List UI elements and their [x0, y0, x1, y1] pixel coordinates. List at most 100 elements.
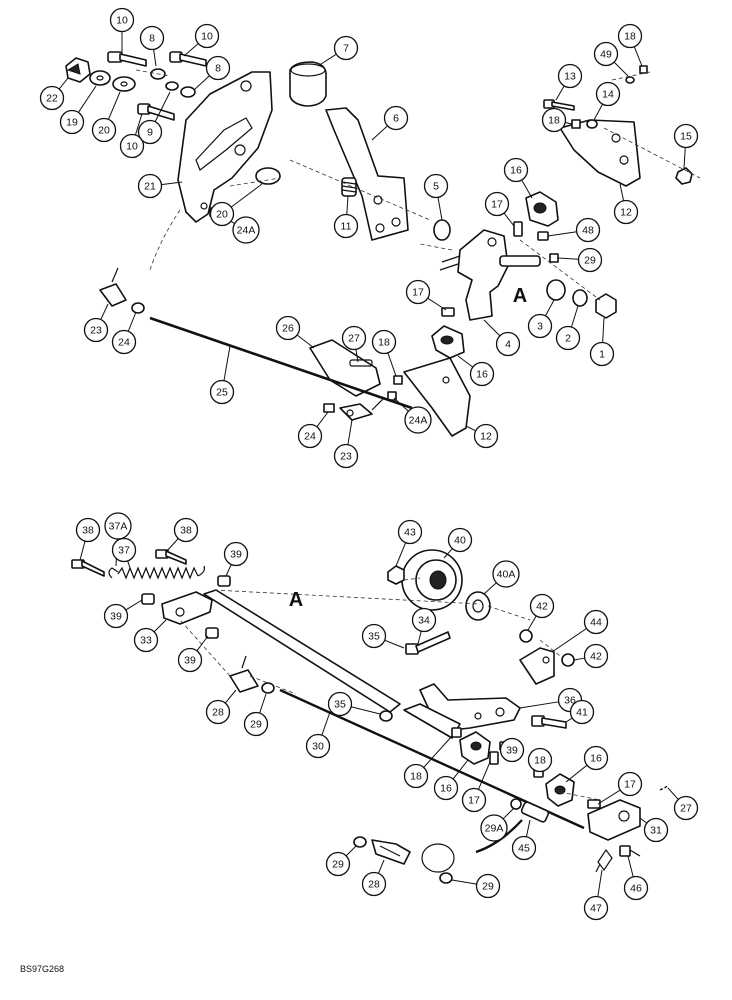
callout-c-u24b: 24 — [297, 423, 323, 449]
callout-label: 44 — [590, 617, 602, 629]
callout-circle — [447, 527, 473, 553]
callout-c-u1: 1 — [589, 341, 615, 367]
callout-label: 8 — [215, 63, 221, 75]
callout-label: 12 — [620, 207, 632, 219]
callout-label: 11 — [341, 221, 352, 233]
callout-c-l35b: 35 — [327, 691, 353, 717]
callout-circle — [484, 191, 510, 217]
callout-circle — [327, 691, 353, 717]
callout-c-l34: 34 — [411, 607, 437, 633]
callout-circle — [527, 747, 553, 773]
callout-label: 12 — [480, 431, 492, 443]
part-nut-39-c — [205, 627, 219, 639]
upper-assembly — [65, 51, 701, 437]
callout-circle — [333, 213, 359, 239]
callout-circle — [617, 771, 643, 797]
part-turnbuckle-45 — [520, 801, 550, 823]
callout-c-u18c: 18 — [371, 329, 397, 355]
leader-line-c-u48 — [547, 231, 577, 237]
callout-label: 28 — [368, 879, 380, 891]
leader-line-c-u18c — [387, 352, 397, 377]
part-bushing-40A — [465, 591, 491, 621]
alignment-lines-lower — [179, 577, 601, 801]
callout-circle — [403, 763, 429, 789]
callout-label: 8 — [149, 33, 155, 45]
callout-c-u16b: 16 — [469, 361, 495, 387]
part-washer-42a — [519, 629, 533, 643]
part-spacer-9 — [165, 81, 179, 91]
part-nut-29-l3 — [439, 872, 453, 884]
part-bracket-26 — [309, 339, 381, 397]
callout-c-u22: 22 — [39, 85, 65, 111]
callout-c-u16a: 16 — [503, 157, 529, 183]
callout-c-l42a: 42 — [529, 593, 555, 619]
callout-c-l39d: 39 — [499, 737, 525, 763]
part-washer-8b — [180, 86, 196, 98]
part-bolt-17-l1 — [489, 751, 499, 765]
callout-c-u23a: 23 — [83, 317, 109, 343]
callout-circle — [613, 199, 639, 225]
callout-circle — [511, 835, 537, 861]
callout-c-u13: 13 — [557, 63, 583, 89]
callout-circle — [555, 325, 581, 351]
callout-label: 24 — [304, 431, 316, 443]
callout-label: 21 — [144, 181, 156, 193]
part-bushing-16-upper — [525, 191, 559, 227]
callout-label: 3 — [537, 321, 543, 333]
callout-c-u26: 26 — [275, 315, 301, 341]
callout-label: 40A — [497, 569, 516, 581]
leader-line-c-l17a — [478, 761, 491, 790]
callout-label: 46 — [630, 883, 642, 895]
part-bolt-10-lower — [137, 103, 175, 121]
leader-line-c-u5 — [437, 197, 443, 221]
part-shaft-tube — [403, 703, 461, 739]
part-bracket-12-upper — [559, 119, 641, 187]
callout-c-l35a: 35 — [361, 623, 387, 649]
leader-line-c-u16a — [521, 179, 533, 199]
part-nut-29-l1 — [261, 682, 275, 694]
callout-label: 45 — [518, 843, 530, 855]
part-bolt-17-lower — [441, 307, 455, 317]
callout-label: 20 — [98, 125, 110, 137]
leader-line-c-l18a — [423, 735, 453, 768]
leader-line-c-u10b — [183, 43, 199, 57]
part-bolt-10-top — [107, 51, 147, 67]
leader-line-c-u24a — [127, 311, 137, 332]
leader-line-c-u23b — [347, 419, 353, 445]
callout-c-u7: 7 — [333, 35, 359, 61]
callout-circle — [137, 119, 163, 145]
callout-c-l38b: 38 — [173, 517, 199, 543]
callout-label: 18 — [410, 771, 422, 783]
callout-c-l42b: 42 — [583, 643, 609, 669]
callout-label: 10 — [201, 31, 213, 43]
leader-line-c-l37 — [127, 560, 131, 569]
view-marker-a-lower: A — [289, 589, 303, 611]
part-rod-end-28-upper — [229, 655, 259, 693]
leader-line-c-u3 — [545, 299, 555, 317]
callout-c-u8b: 8 — [205, 55, 231, 81]
callout-label: 18 — [548, 115, 560, 127]
leader-line-c-l38a — [79, 540, 86, 561]
leader-line-c-u24b — [316, 411, 329, 428]
callout-c-u18b: 18 — [541, 107, 567, 133]
callout-label: 10 — [126, 141, 138, 153]
part-rod-end-23-upper — [99, 267, 127, 307]
leader-line-c-l28a — [224, 689, 237, 704]
callout-circle — [405, 279, 431, 305]
callout-circle — [39, 85, 65, 111]
part-bolt-17-l2 — [587, 799, 601, 809]
leader-line-c-l16a — [452, 759, 469, 780]
callout-circle — [194, 23, 220, 49]
callout-c-u20a: 20 — [91, 117, 117, 143]
callout-circle — [499, 737, 525, 763]
callout-circle — [209, 201, 235, 227]
callout-label: 18 — [378, 337, 390, 349]
part-bolt-10-right — [169, 51, 207, 67]
callout-label: 35 — [334, 699, 346, 711]
callout-label: 13 — [564, 71, 576, 83]
callout-label: 29 — [250, 719, 262, 731]
callout-c-u17b: 17 — [405, 279, 431, 305]
callout-circle — [133, 627, 159, 653]
leader-line-c-l35a — [384, 639, 405, 649]
part-nut-18-l1 — [451, 727, 462, 738]
